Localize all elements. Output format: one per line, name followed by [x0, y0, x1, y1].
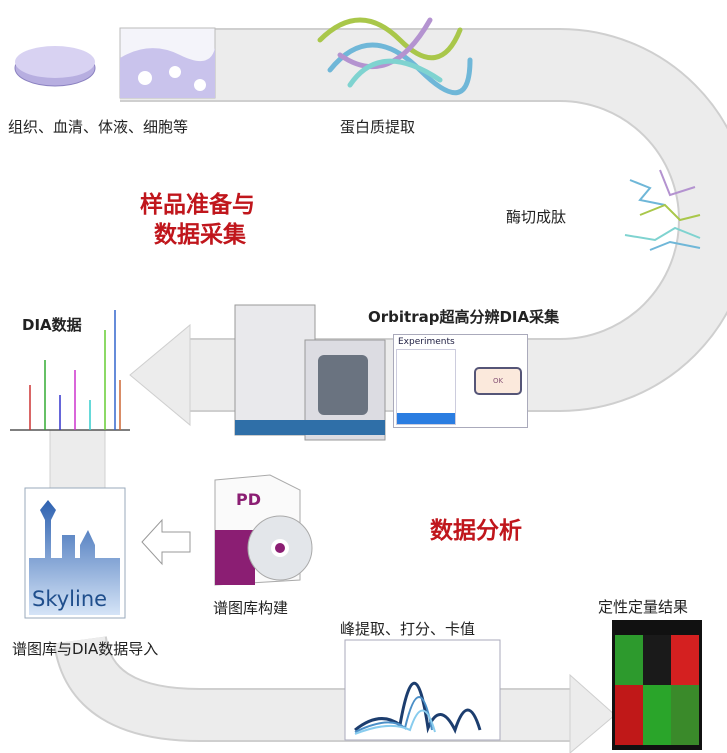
mass-spectrometer-icon	[234, 304, 386, 441]
experiments-window: Experiments OK	[393, 334, 528, 428]
pd-label: PD	[236, 490, 262, 509]
peptides-icon	[624, 169, 701, 251]
skyline-label: Skyline	[32, 587, 108, 611]
hollow-arrow-icon	[141, 518, 191, 566]
label-peak-scoring: 峰提取、打分、卡值	[340, 620, 476, 638]
label-protein-extraction: 蛋白质提取	[340, 118, 416, 136]
flow-band-down	[49, 429, 106, 496]
protein-icon	[317, 17, 473, 96]
proteome-discoverer-icon	[214, 474, 313, 586]
label-samples: 组织、血清、体液、细胞等	[8, 118, 189, 136]
phase-sample-prep: 样品准备与 数据采集	[140, 190, 255, 250]
dia-spectrum-chart	[10, 310, 130, 431]
label-acquisition: Orbitrap超高分辨DIA采集	[368, 308, 560, 326]
chromatogram-chart	[344, 639, 501, 741]
label-dia-data: DIA数据	[22, 316, 82, 334]
phase-sample-prep-line1: 样品准备与	[140, 192, 255, 218]
phase-sample-prep-line2: 数据采集	[154, 222, 246, 248]
heatmap-icon	[612, 620, 702, 750]
label-digestion: 酶切成肽	[506, 208, 567, 226]
phase-analysis: 数据分析	[430, 518, 522, 544]
arrowhead-left	[129, 323, 191, 427]
label-library-build: 谱图库构建	[213, 599, 289, 617]
label-import: 谱图库与DIA数据导入	[12, 640, 159, 658]
experiments-title: Experiments	[398, 337, 455, 347]
arrowhead-right	[569, 673, 616, 753]
label-results: 定性定量结果	[598, 598, 689, 616]
ok-button[interactable]: OK	[474, 367, 522, 395]
